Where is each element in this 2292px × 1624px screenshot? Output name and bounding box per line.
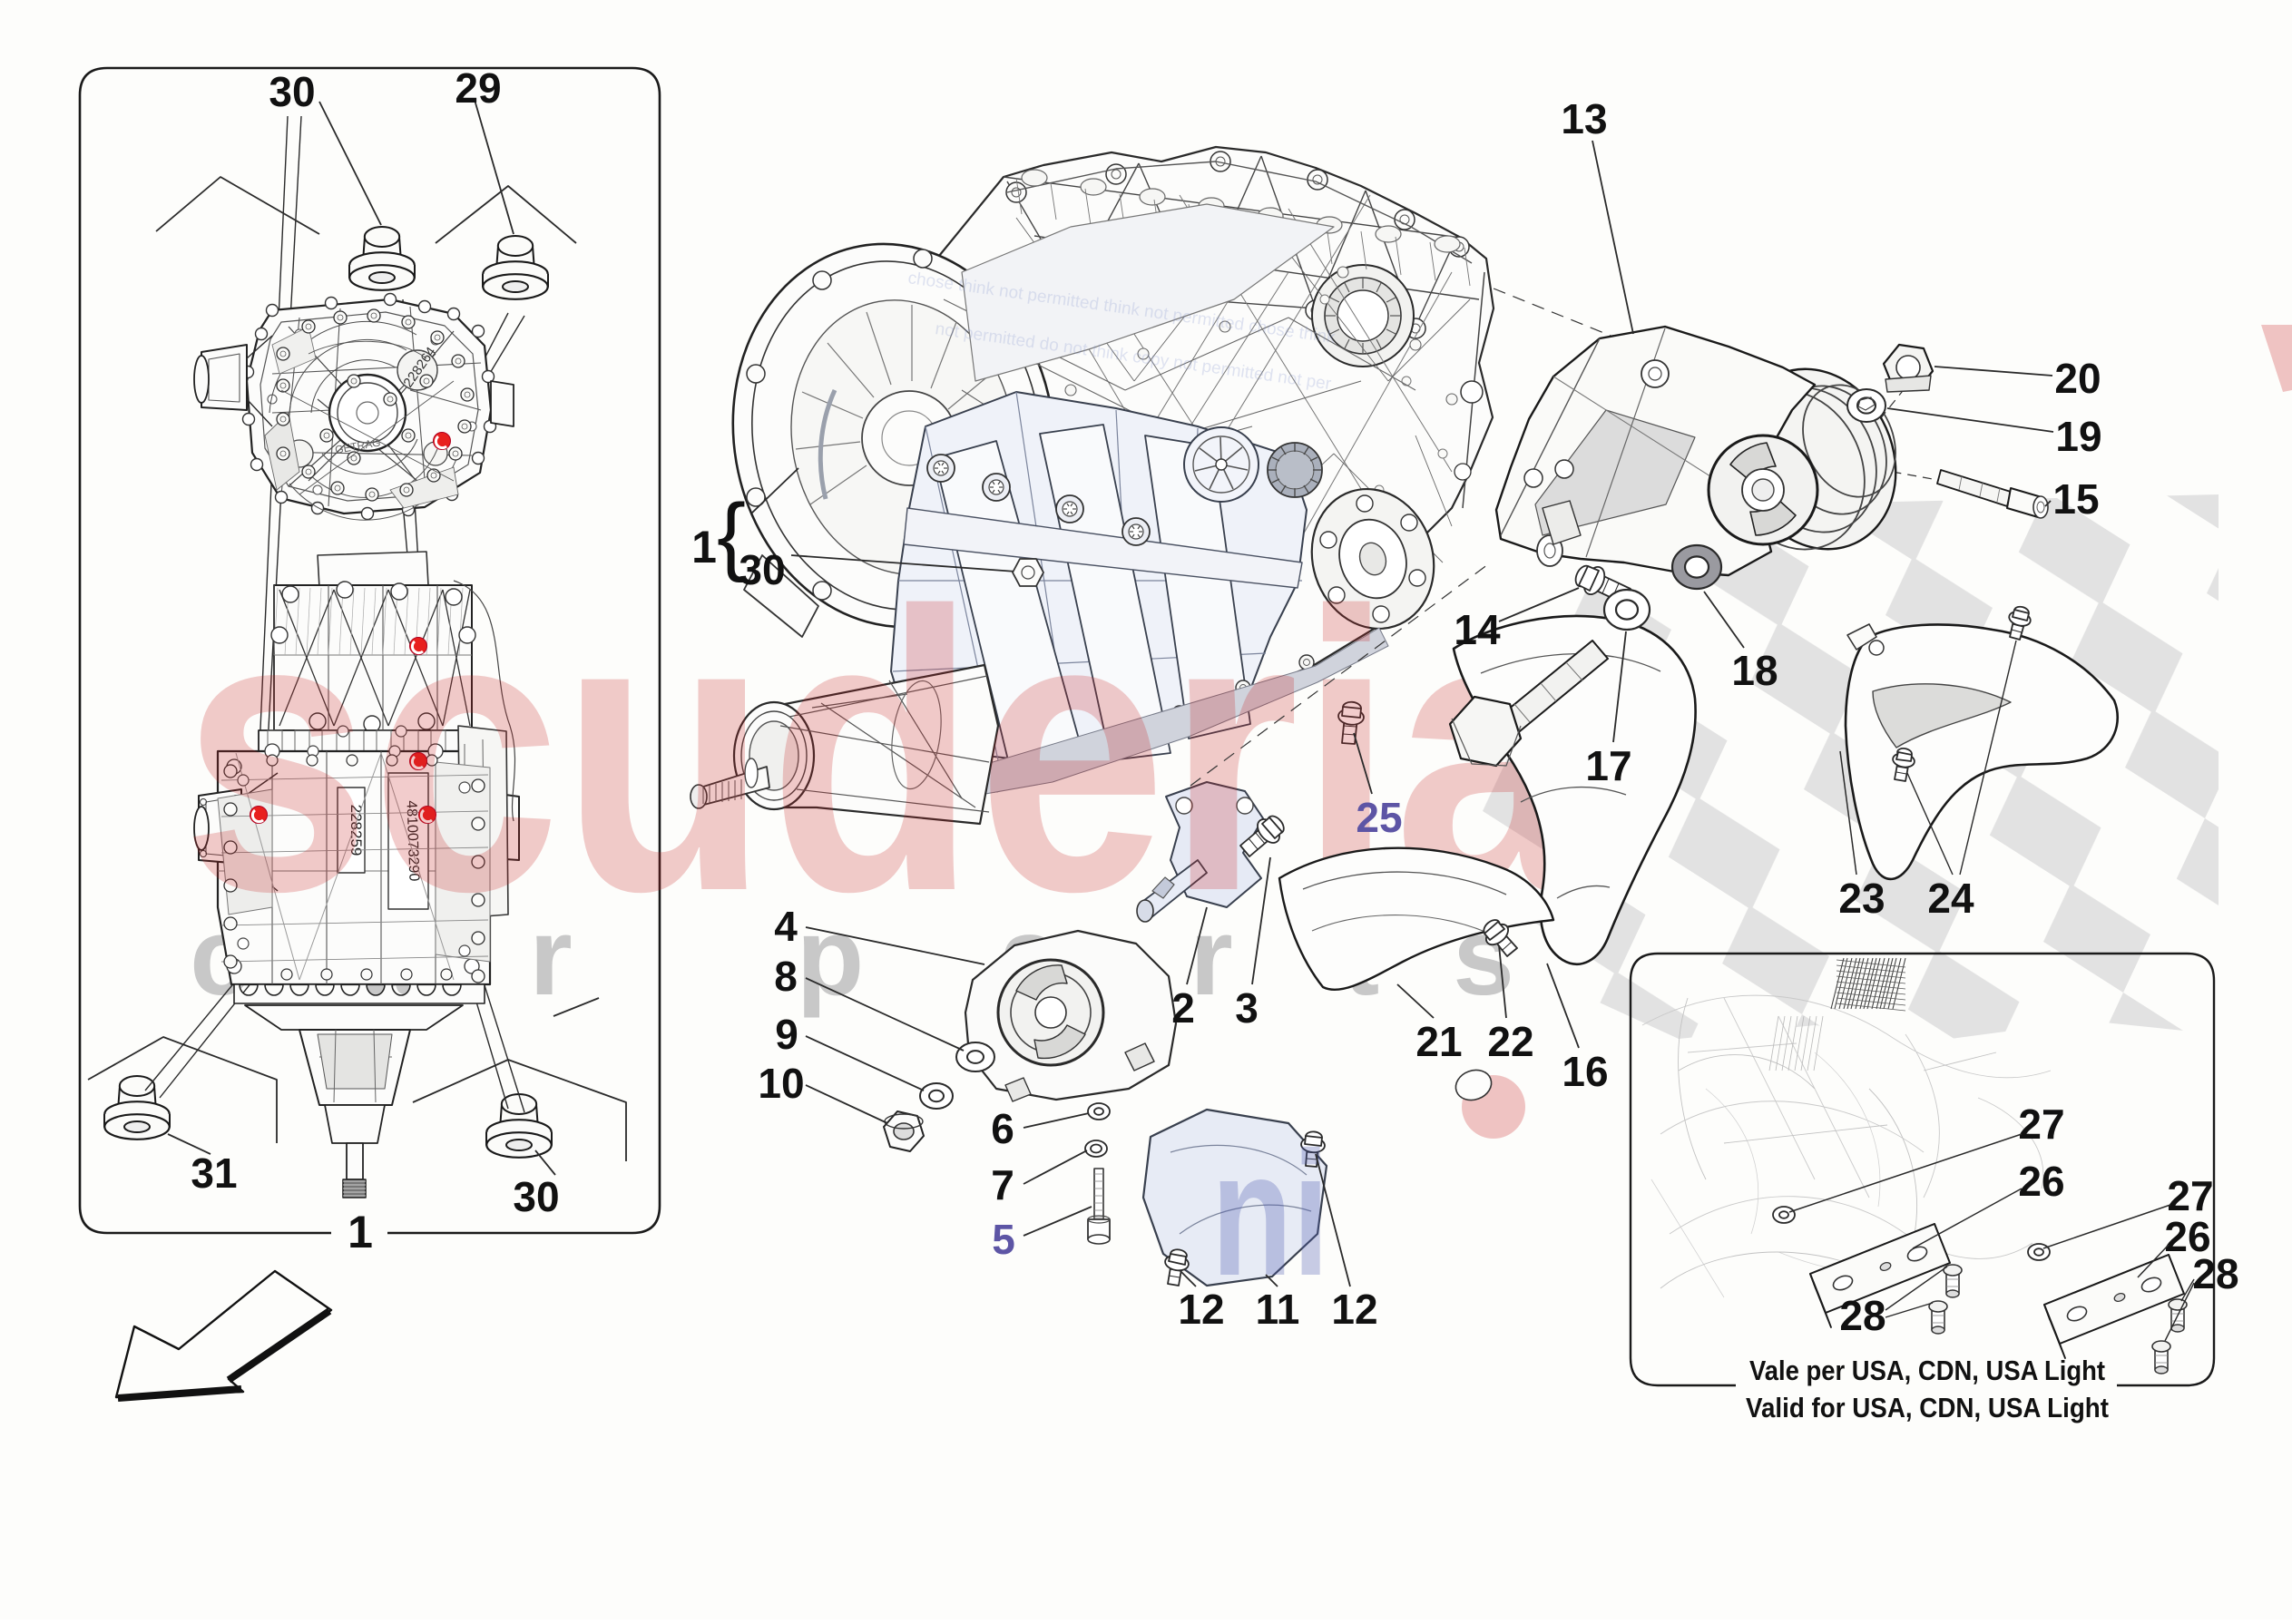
svg-text:4810073290: 4810073290 (403, 800, 421, 882)
svg-text:31: 31 (191, 1150, 237, 1197)
svg-text:28: 28 (2192, 1250, 2238, 1297)
svg-text:18: 18 (1731, 647, 1778, 694)
svg-text:12: 12 (1331, 1286, 1377, 1333)
svg-text:30: 30 (269, 68, 315, 115)
svg-text:11: 11 (1256, 1286, 1300, 1333)
svg-text:p: p (797, 895, 865, 1018)
svg-text:16: 16 (1562, 1048, 1608, 1095)
svg-text:15: 15 (2052, 475, 2099, 523)
svg-text:12: 12 (1178, 1286, 1224, 1333)
svg-text:9: 9 (775, 1011, 798, 1058)
svg-text:21: 21 (1415, 1018, 1462, 1065)
svg-text:5: 5 (992, 1216, 1015, 1263)
svg-text:30: 30 (739, 546, 785, 593)
svg-text:17: 17 (1585, 742, 1631, 789)
svg-text:26: 26 (2018, 1158, 2064, 1205)
svg-text:27: 27 (2018, 1101, 2064, 1148)
svg-text:7: 7 (991, 1161, 1014, 1208)
svg-text:13: 13 (1561, 95, 1607, 142)
svg-text:ni: ni (1211, 1115, 1329, 1313)
svg-text:1: 1 (691, 522, 717, 572)
svg-text:Vale per USA, CDN, USA Light: Vale per USA, CDN, USA Light (1749, 1355, 2105, 1386)
svg-text:4: 4 (774, 903, 798, 950)
svg-text:1: 1 (348, 1207, 373, 1257)
svg-text:27: 27 (2167, 1172, 2213, 1219)
svg-text:29: 29 (455, 64, 501, 112)
svg-text:19: 19 (2055, 413, 2101, 460)
svg-text:22: 22 (1487, 1018, 1533, 1065)
svg-text:3: 3 (1235, 984, 1259, 1032)
svg-text:10: 10 (758, 1060, 804, 1107)
svg-text:25: 25 (1356, 794, 1402, 841)
svg-text:8: 8 (774, 953, 798, 1000)
svg-text:r: r (529, 895, 572, 1018)
svg-text:Valid for USA, CDN, USA Light: Valid for USA, CDN, USA Light (1746, 1392, 2109, 1423)
svg-text:14: 14 (1454, 606, 1501, 653)
svg-text:30: 30 (513, 1173, 559, 1220)
svg-text:r: r (1190, 895, 1232, 1018)
svg-text:228259: 228259 (348, 805, 365, 856)
svg-text:{: { (717, 486, 746, 583)
svg-text:23: 23 (1838, 875, 1885, 922)
svg-text:24: 24 (1927, 875, 1974, 922)
svg-text:2: 2 (1171, 984, 1195, 1032)
svg-text:6: 6 (991, 1105, 1014, 1152)
svg-text:20: 20 (2054, 355, 2101, 402)
svg-text:26: 26 (2164, 1213, 2210, 1260)
svg-text:28: 28 (1839, 1292, 1886, 1339)
